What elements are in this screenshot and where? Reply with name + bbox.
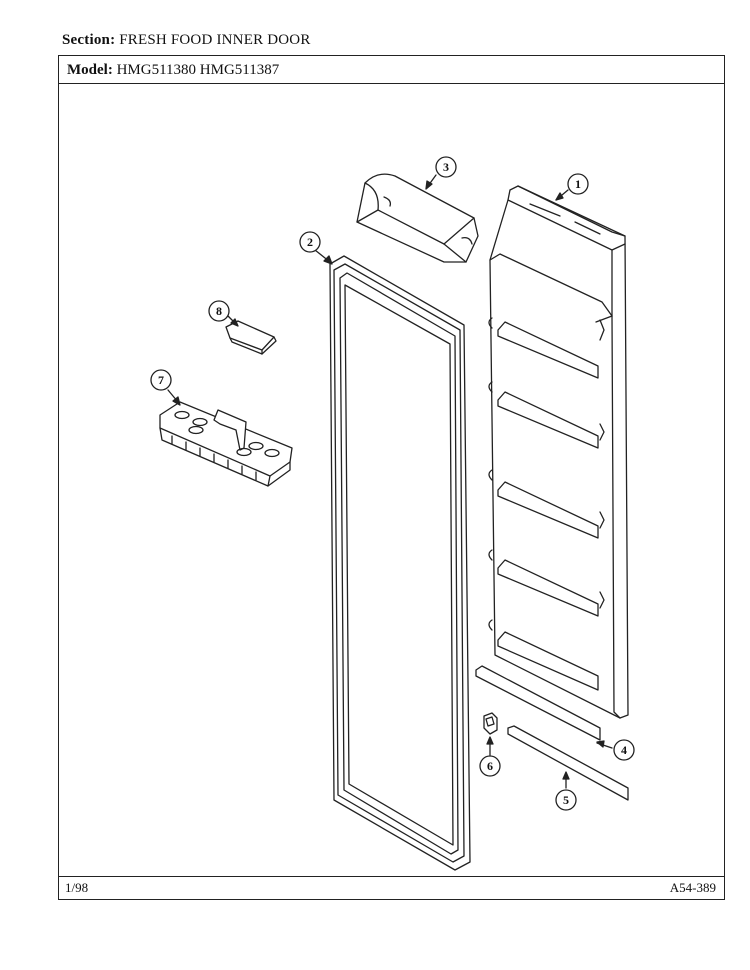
callout-3: 3 (435, 156, 457, 178)
section-value: FRESH FOOD INNER DOOR (119, 32, 311, 48)
part-2-door-gasket (329, 255, 471, 871)
model-value: HMG511380 HMG511387 (116, 62, 280, 78)
part-7-egg-tray (159, 401, 293, 487)
part-6-clip (483, 712, 498, 735)
footer-code: A54-389 (669, 880, 716, 895)
svg-text:4: 4 (621, 743, 627, 757)
diagram-frame: Model: HMG511380 HMG511387 1/98 A54-389 (58, 55, 725, 900)
svg-text:3: 3 (443, 160, 449, 174)
svg-text:7: 7 (158, 373, 164, 387)
callout-7: 7 (150, 369, 172, 391)
section-title: Section: FRESH FOOD INNER DOOR (62, 32, 311, 49)
part-5-bottom-strip (507, 725, 629, 801)
callout-8: 8 (208, 300, 230, 322)
callout-4: 4 (613, 739, 635, 761)
part-1-inner-door-liner (488, 185, 629, 719)
svg-text:2: 2 (307, 235, 313, 249)
model-label: Model: (67, 62, 113, 78)
svg-text:1: 1 (575, 177, 581, 191)
callout-2: 2 (299, 231, 321, 253)
footer-date: 1/98 (65, 880, 89, 895)
footer-divider (59, 876, 724, 877)
part-4-trim-strip (475, 665, 601, 741)
svg-text:6: 6 (487, 759, 493, 773)
svg-text:5: 5 (563, 793, 569, 807)
part-8-small-tray (225, 320, 277, 355)
leader-lines (167, 174, 613, 789)
callout-5: 5 (555, 789, 577, 811)
svg-text:8: 8 (216, 304, 222, 318)
callout-6: 6 (479, 755, 501, 777)
model-title: Model: HMG511380 HMG511387 (67, 62, 279, 79)
callout-1: 1 (567, 173, 589, 195)
part-3-bin-cover (356, 173, 479, 263)
section-label: Section: (62, 32, 116, 48)
model-divider (59, 83, 724, 84)
